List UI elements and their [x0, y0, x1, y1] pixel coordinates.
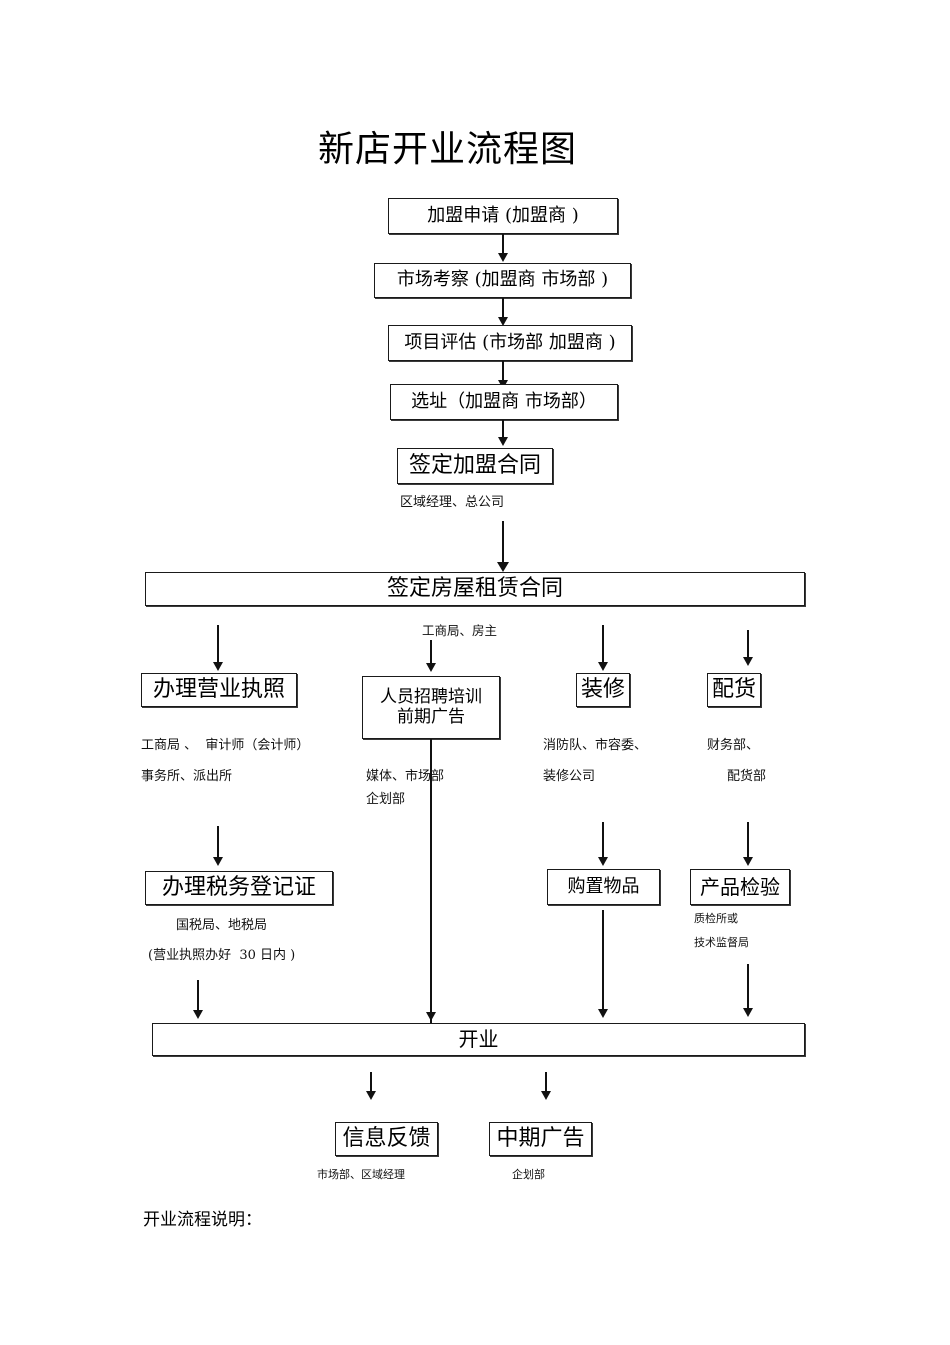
connector-recruit-to-opening [430, 739, 432, 1024]
caption-stocking-line2: 配货部 [727, 769, 767, 784]
caption-franchise-contract: 区域经理、总公司 [400, 495, 505, 510]
caption-business-license-line1: 工商局 、 审计师（会计师） [141, 738, 310, 753]
connector-site-to-franchise-contract [502, 420, 504, 439]
arrowhead-lease-to-recruit [426, 663, 436, 672]
arrowhead-lease-to-decoration [598, 662, 608, 671]
node-recruit-training: 人员招聘培训 前期广告 [362, 676, 500, 739]
caption-lease-contract: 工商局、房主 [422, 623, 498, 638]
connector-inspection-to-opening [747, 964, 749, 1010]
node-project-evaluation: 项目评估 (市场部 加盟商 ) [388, 325, 632, 361]
arrowhead-lease-to-stocking [743, 657, 753, 666]
arrowhead-stocking-to-inspection [743, 857, 753, 866]
connector-franchise-to-lease [502, 521, 504, 565]
caption-recruit-line2: 企划部 [366, 792, 406, 807]
caption-recruit-line1: 媒体、市场部 [366, 769, 445, 784]
node-market-study: 市场考察 (加盟商 市场部 ) [374, 263, 631, 298]
caption-decoration-line1: 消防队、市容委、 [543, 738, 648, 753]
node-product-inspection-label: 产品检验 [700, 874, 780, 899]
caption-mid-term-ad: 企划部 [512, 1168, 545, 1181]
node-recruit-training-lines: 人员招聘培训 前期广告 [380, 686, 482, 727]
connector-tax-to-opening [197, 980, 199, 1012]
caption-tax-line2: (营业执照办好 30 日内 ) [148, 948, 296, 963]
connector-apply-to-market-study [502, 234, 504, 256]
connector-lease-to-stocking [747, 630, 749, 660]
node-business-license-label: 办理营业执照 [152, 677, 285, 703]
node-tax-registration-label: 办理税务登记证 [161, 875, 316, 901]
caption-stocking-line1: 财务部、 [707, 738, 760, 753]
connector-lease-to-recruit [430, 640, 432, 666]
node-purchase-goods: 购置物品 [547, 869, 660, 905]
arrowhead-recruit-to-opening [426, 1012, 436, 1021]
node-opening: 开业 [152, 1023, 805, 1056]
arrowhead-franchise-to-lease [497, 562, 509, 572]
node-franchise-application-label: 加盟申请 (加盟商 ) [427, 204, 579, 226]
arrowhead-lease-to-business-license [213, 662, 223, 671]
node-franchise-application: 加盟申请 (加盟商 ) [388, 198, 618, 234]
node-mid-term-ad: 中期广告 [489, 1122, 592, 1156]
node-business-license: 办理营业执照 [141, 673, 297, 707]
node-lease-contract-label: 签定房屋租赁合同 [386, 576, 563, 602]
arrowhead-opening-to-feedback [366, 1091, 376, 1100]
connector-decoration-to-purchase [602, 822, 604, 860]
node-market-study-label: 市场考察 (加盟商 市场部 ) [396, 269, 609, 291]
node-franchise-contract: 签定加盟合同 [397, 448, 553, 484]
node-feedback: 信息反馈 [335, 1122, 438, 1156]
node-stocking-label: 配货 [711, 677, 756, 703]
connector-opening-to-mid-term-ad [545, 1072, 547, 1094]
caption-tax-line1: 国税局、地税局 [176, 918, 268, 933]
connector-lease-to-business-license [217, 625, 219, 665]
footnote-process-description: 开业流程说明： [143, 1210, 262, 1230]
node-decoration-label: 装修 [580, 677, 625, 703]
arrowhead-opening-to-mid-term-ad [541, 1091, 551, 1100]
node-stocking: 配货 [707, 673, 761, 707]
node-tax-registration: 办理税务登记证 [145, 871, 333, 905]
arrowhead-apply-to-market-study [498, 253, 508, 262]
arrowhead-site-to-franchise-contract [498, 437, 508, 446]
node-opening-label: 开业 [458, 1027, 499, 1051]
node-purchase-goods-label: 购置物品 [567, 875, 640, 897]
node-site-selection-label: 选址（加盟商 市场部） [411, 390, 597, 412]
node-recruit-training-line2: 前期广告 [397, 706, 465, 727]
page-title: 新店开业流程图 [318, 129, 578, 170]
node-project-evaluation-label: 项目评估 (市场部 加盟商 ) [404, 331, 616, 353]
connector-opening-to-feedback [370, 1072, 372, 1094]
caption-business-license-line2: 事务所、派出所 [141, 769, 233, 784]
arrowhead-purchase-to-opening [598, 1009, 608, 1018]
node-franchise-contract-label: 签定加盟合同 [408, 453, 541, 479]
connector-purchase-to-opening [602, 910, 604, 1012]
node-feedback-label: 信息反馈 [342, 1126, 431, 1152]
connector-market-study-to-evaluation [502, 298, 504, 320]
node-product-inspection: 产品检验 [690, 869, 790, 905]
node-mid-term-ad-label: 中期广告 [496, 1126, 585, 1152]
arrowhead-market-study-to-evaluation [498, 317, 508, 326]
arrowhead-decoration-to-purchase [598, 857, 608, 866]
caption-inspection-line1: 质检所或 [694, 912, 738, 925]
arrowhead-license-to-tax [213, 857, 223, 866]
connector-stocking-to-inspection [747, 822, 749, 860]
node-site-selection: 选址（加盟商 市场部） [390, 384, 618, 420]
caption-inspection-line2: 技术监督局 [694, 936, 749, 949]
caption-decoration-line2: 装修公司 [543, 769, 596, 784]
node-recruit-training-line1: 人员招聘培训 [380, 686, 482, 707]
arrowhead-inspection-to-opening [743, 1008, 753, 1017]
connector-evaluation-to-site [502, 361, 504, 383]
node-decoration: 装修 [576, 673, 630, 707]
caption-feedback: 市场部、区域经理 [317, 1168, 405, 1181]
arrowhead-tax-to-opening [193, 1010, 203, 1019]
connector-license-to-tax [217, 826, 219, 860]
connector-lease-to-decoration [602, 625, 604, 665]
node-lease-contract: 签定房屋租赁合同 [145, 572, 805, 606]
